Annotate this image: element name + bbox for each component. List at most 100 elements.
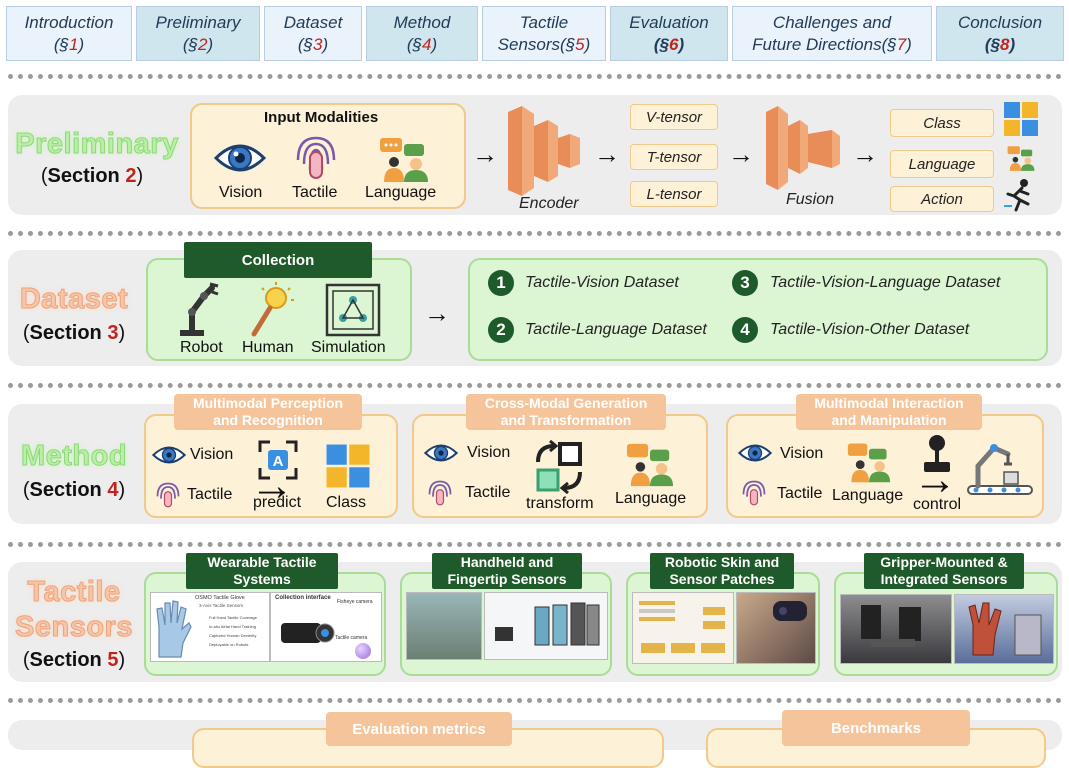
tactile-label: Tactile [465,484,511,501]
section-title: Method [20,440,128,473]
fingerprint-icon [156,482,180,508]
nav-challenges[interactable]: Challenges and Future Directions(§7) [732,6,932,61]
people-chat-icon [1007,146,1035,171]
nav-evaluation[interactable]: Evaluation (§6) [610,6,728,61]
divider [8,698,1062,703]
output-action: Action [890,186,994,212]
tactile-label: Tactile [187,486,233,503]
robot-arm-icon [180,282,219,336]
tactile-camera-sphere [355,643,371,659]
dataset-item: Tactile-Vision Dataset [525,274,679,291]
section-ref: (Section 5) [22,649,126,671]
arrow-icon: → [852,139,878,169]
arrow-icon: → [472,139,498,169]
photo-bullet: Full Hand Tactile Coverage [209,615,257,620]
section-ref: (Section 3) [22,322,126,344]
glove-icon [156,600,192,658]
source-simulation-label: Simulation [311,339,386,356]
integrated-hand-photo [954,594,1054,664]
photo-bullet: Captured Human Dexterity [209,633,257,638]
arrow-icon: → [728,139,754,169]
photo-text: Tactile camera [335,635,368,641]
photo-text: 3-Axis Tactile Sensors [199,603,244,608]
fingerprint-icon [428,480,452,506]
nav-label: Tactile [519,12,569,32]
gamepad-icon [773,601,807,621]
nav-tactile-sensors[interactable]: Tactile Sensors(§5) [482,6,606,61]
nav-dataset[interactable]: Dataset (§3) [264,6,362,61]
input-vision-label: Vision [219,184,263,201]
input-language-label: Language [365,184,437,201]
nav-label: Preliminary [155,12,241,32]
dataset-number: 3 [732,270,758,296]
photo-bullet: In-situ Airfal Hand Training [209,624,256,629]
section-title: Dataset [19,283,129,316]
metrics-header: Evaluation metrics [326,712,512,746]
tactile-label: Tactile [777,485,823,502]
output-class: Class [890,109,994,137]
method-block-interaction [726,414,1044,518]
dataset-list-box [468,258,1048,361]
photo-text: OSMO Tactile Glove [195,595,245,601]
glove-photo: OSMO Tactile Glove 3-Axis Tactile Sensor… [150,592,270,662]
class-label: Class [326,494,367,511]
robot-hand-icon [968,602,1042,656]
source-robot-label: Robot [180,339,223,356]
arrow-icon: → [250,461,294,510]
nav-num: 4 [421,34,432,54]
fingerprint-icon [742,480,766,506]
dataset-number: 4 [732,317,758,343]
joystick-icon [924,435,950,472]
fusion-icon [766,106,840,190]
nav-label: Method [393,12,451,32]
robot-conveyor-icon [967,444,1033,495]
nav-num: 3 [312,34,323,54]
transform-icon [536,440,582,494]
people-chat-icon [380,138,428,182]
input-modalities-title: Input Modalities [264,109,379,126]
section-title: Tactile [27,576,121,609]
nav-conclusion[interactable]: Conclusion (§8) [936,6,1064,61]
nav-label: Evaluation [629,12,709,32]
predict-label: predict [253,494,302,511]
nav-label: Challenges and [772,12,892,32]
divider [8,231,1062,236]
nav-preliminary[interactable]: Preliminary (§2) [136,6,260,61]
nav-method[interactable]: Method (§4) [366,6,478,61]
simulation-network-icon [325,283,381,337]
dataset-number: 2 [488,317,514,343]
v-tensor: V-tensor [630,104,718,130]
sensor-card-header: Gripper-Mounted &Integrated Sensors [864,553,1024,589]
output-language: Language [890,150,994,178]
divider [8,383,1062,388]
arrow-icon: → [424,298,450,328]
source-human-label: Human [242,339,294,356]
scan-letter-icon: A [258,440,298,480]
gripper-icon [861,605,921,647]
benchmarks-header: Benchmarks [782,710,970,746]
people-chat-icon [626,443,674,487]
divider [8,74,1062,79]
photo-text: Collection interface [275,595,331,601]
nav-label: Dataset [283,12,343,32]
vision-label: Vision [190,446,234,463]
dataset-item: Tactile-Language Dataset [525,321,707,338]
language-label: Language [615,490,687,507]
fusion-label: Fusion [786,191,835,208]
photo-bullet: Deployable on Robots [209,642,249,647]
nav-introduction[interactable]: Introduction (§1) [6,6,132,61]
skin-layers-icon [639,601,725,653]
section-title: Preliminary [15,128,179,161]
input-tactile-label: Tactile [292,184,338,201]
encoder-icon [508,106,580,196]
dataset-item: Tactile-Vision-Language Dataset [770,274,1001,291]
transform-label: transform [526,495,594,512]
vision-label: Vision [780,445,824,462]
eye-icon [424,444,458,462]
vision-label: Vision [467,444,511,461]
